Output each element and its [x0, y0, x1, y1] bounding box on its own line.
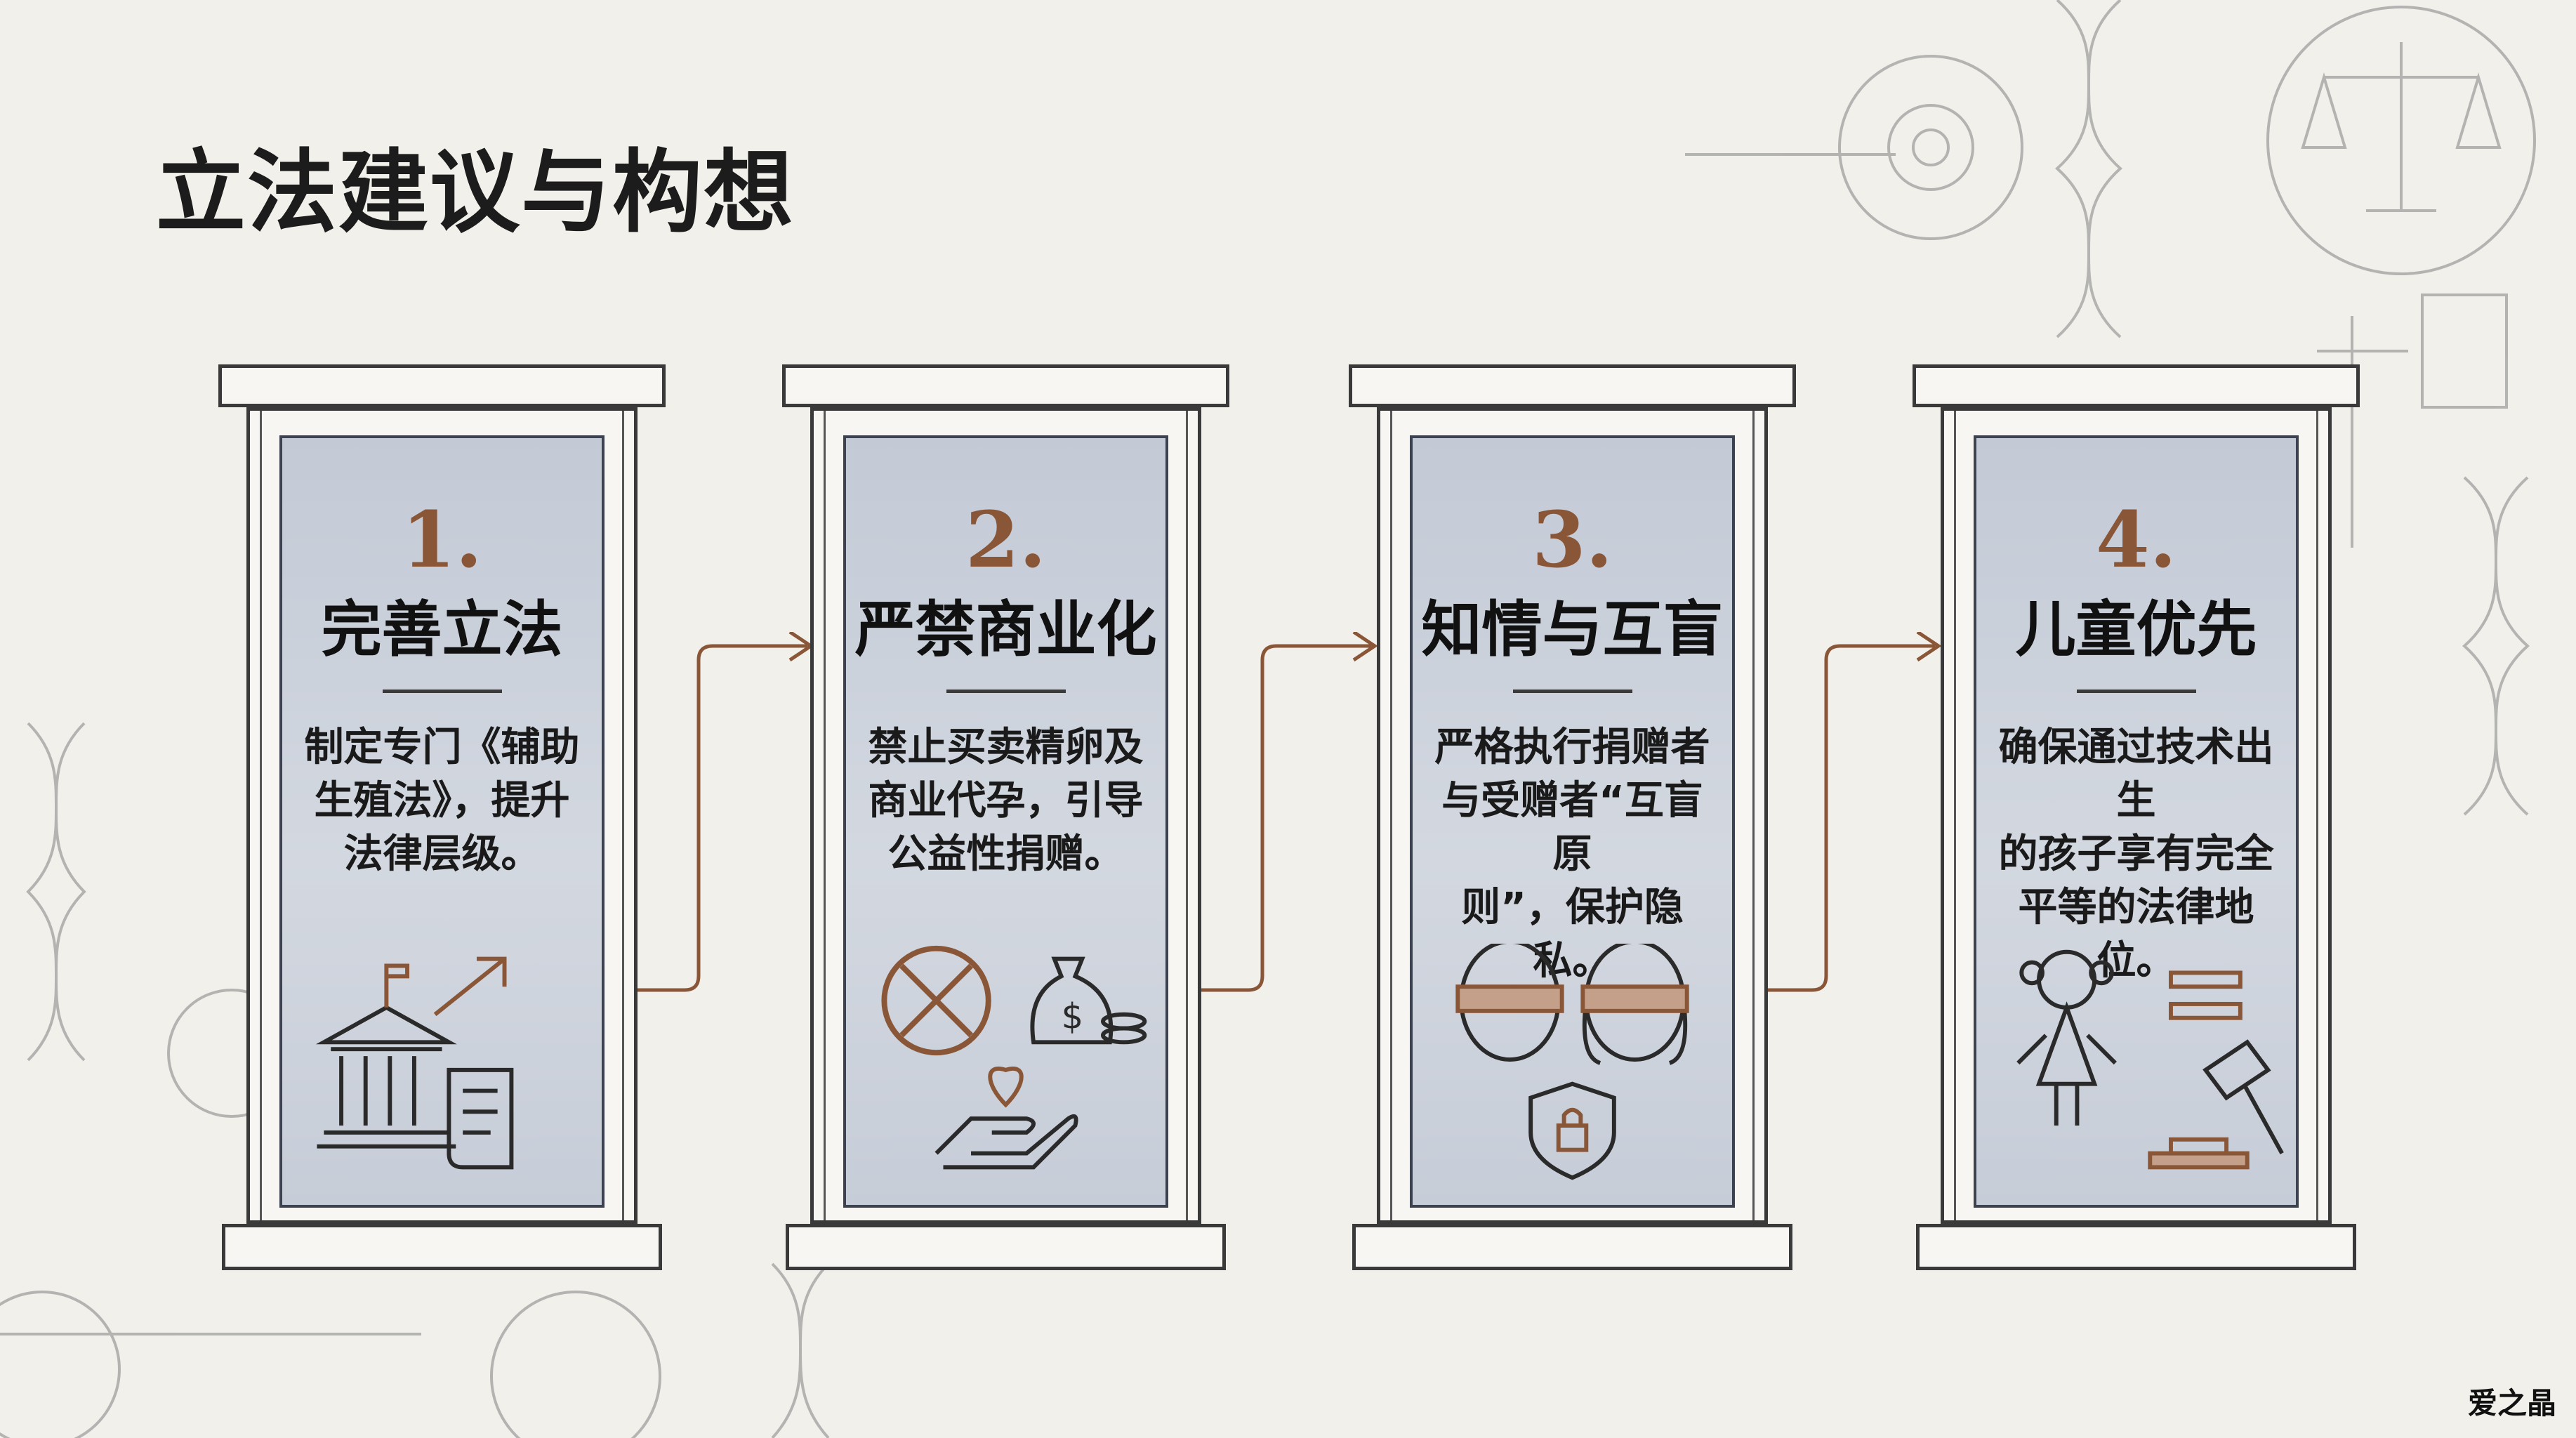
description-line: 与受赠者“互盲原: [1441, 778, 1703, 877]
panel-2: 2. 严禁商业化 禁止买卖精卵及 商业代孕，引导 公益性捐赠。 $: [782, 364, 1229, 1270]
divider: [946, 690, 1066, 693]
panel-number: 2.: [965, 494, 1046, 585]
panel-title: 完善立法: [321, 595, 563, 665]
pillar-cap: [218, 364, 666, 407]
description-line: 禁止买卖精卵及: [868, 725, 1144, 770]
divider: [1512, 690, 1632, 693]
description-line: 则”，保护隐私。: [1461, 885, 1684, 984]
panel-title: 严禁商业化: [854, 595, 1157, 665]
panel-4: 4. 儿童优先 确保通过技术出生 的孩子享有完全 平等的法律地位。: [1913, 364, 2360, 1270]
description-line: 确保通过技术出生: [1998, 725, 2274, 824]
description-line: 商业代孕，引导: [868, 778, 1144, 824]
panel-number: 4.: [2096, 494, 2177, 585]
pillar-cap: [782, 364, 1229, 407]
panel-content: 4. 儿童优先 确保通过技术出生 的孩子享有完全 平等的法律地位。: [1974, 435, 2299, 1208]
pillar-cap: [1349, 364, 1796, 407]
pillar-base: [1916, 1224, 2356, 1270]
description-line: 生殖法》，提升: [314, 778, 570, 824]
prohibited-money-heart-icon: $: [846, 944, 1165, 1182]
government-building-icon: [282, 944, 602, 1182]
description-line: 严格执行捐赠者: [1434, 725, 1710, 770]
pillar-base: [222, 1224, 662, 1270]
pillar-cap: [1913, 364, 2360, 407]
panel-description: 禁止买卖精卵及 商业代孕，引导 公益性捐赠。: [846, 721, 1165, 881]
panel-description: 严格执行捐赠者 与受赠者“互盲原 则”，保护隐私。: [1413, 721, 1732, 988]
description-line: 制定专门《辅助: [304, 725, 580, 770]
panel-number: 1.: [402, 494, 482, 585]
panel-3: 3. 知情与互盲 严格执行捐赠者 与受赠者“互盲原 则”，保护隐私。: [1349, 364, 1796, 1270]
description-line: 的孩子享有完全: [1998, 831, 2274, 877]
divider: [382, 690, 502, 693]
svg-text:$: $: [1062, 996, 1083, 1037]
panel-content: 3. 知情与互盲 严格执行捐赠者 与受赠者“互盲原 则”，保护隐私。: [1410, 435, 1735, 1208]
panel-title: 知情与互盲: [1421, 595, 1724, 665]
flow-arrow-2: [1199, 632, 1378, 992]
blindfold-faces-icon: [1413, 939, 1732, 1182]
flow-arrow-3: [1763, 632, 1942, 992]
description-line: 公益性捐赠。: [887, 831, 1124, 877]
panel-content: 1. 完善立法 制定专门《辅助 生殖法》，提升 法律层级。: [279, 435, 605, 1208]
pillar-base: [786, 1224, 1226, 1270]
panel-description: 确保通过技术出生 的孩子享有完全 平等的法律地位。: [1976, 721, 2296, 988]
panel-1: 1. 完善立法 制定专门《辅助 生殖法》，提升 法律层级。: [218, 364, 666, 1270]
child-equality-gavel-icon: [1976, 944, 2296, 1182]
pillar-base: [1352, 1224, 1792, 1270]
panel-content: 2. 严禁商业化 禁止买卖精卵及 商业代孕，引导 公益性捐赠。 $: [843, 435, 1168, 1208]
divider: [2076, 690, 2196, 693]
panel-description: 制定专门《辅助 生殖法》，提升 法律层级。: [282, 721, 602, 881]
panel-title: 儿童优先: [2015, 595, 2257, 665]
slide-title: 立法建议与构想: [156, 140, 795, 245]
watermark: 爱之晶: [2467, 1386, 2556, 1420]
panel-number: 3.: [1532, 494, 1613, 585]
description-line: 法律层级。: [343, 831, 541, 877]
